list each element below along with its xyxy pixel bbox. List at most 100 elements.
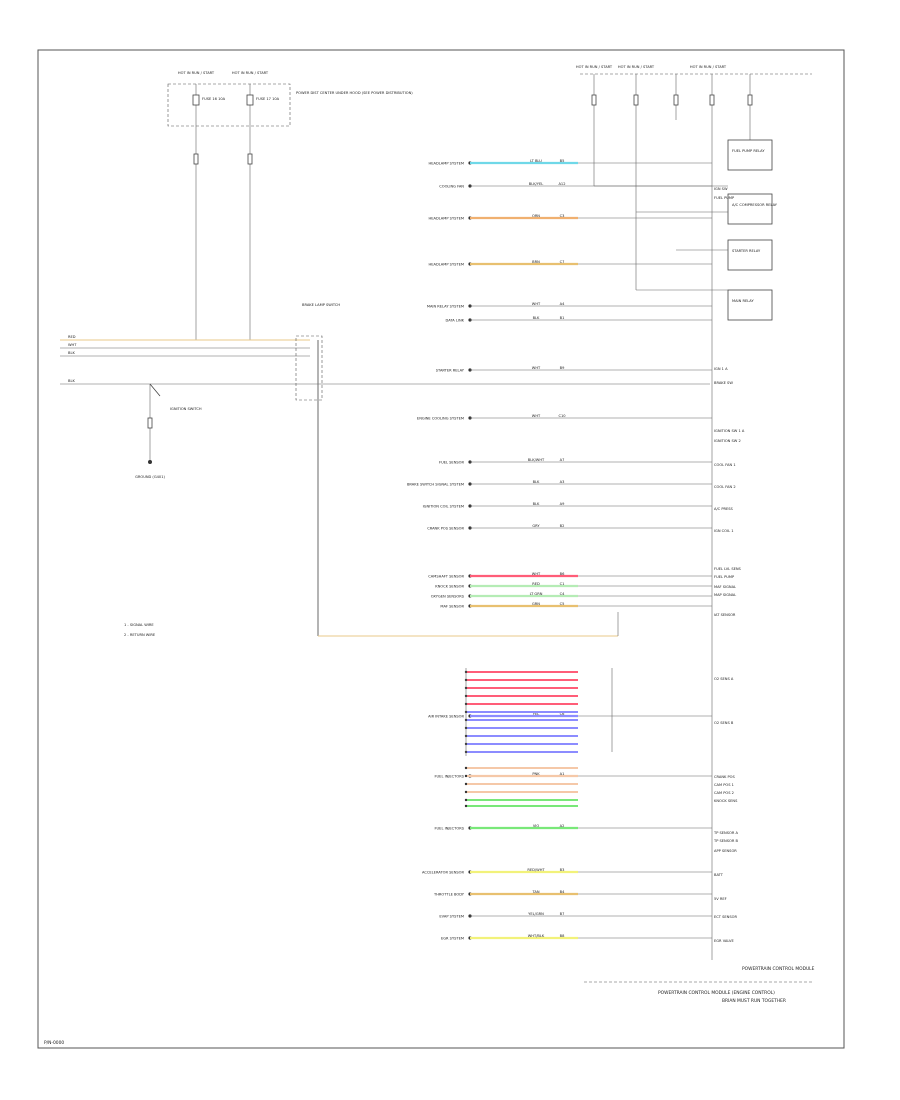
- pin-number: B8: [560, 934, 565, 938]
- module-pin-label: ECT SENSOR: [714, 915, 737, 919]
- module-pin-label: COOL FAN 2: [714, 485, 736, 489]
- wire-color-code: WHT: [532, 302, 541, 306]
- relay-4: MAIN RELAY: [732, 299, 754, 303]
- pin-number: C6: [560, 712, 566, 716]
- pin-number: B5: [560, 159, 565, 163]
- splice-label: BRAKE LAMP SWITCH: [302, 303, 340, 307]
- left-input-3: BLK: [68, 351, 75, 355]
- bundle-pin: [464, 782, 468, 786]
- connector-label: FUEL INJECTORS: [434, 827, 464, 831]
- ground-label: GROUND (G401): [135, 475, 165, 479]
- legend: 1 - SIGNAL WIRE 2 - RETURN WIRE: [124, 623, 156, 637]
- relay-1: FUEL PUMP RELAY: [732, 149, 765, 153]
- wire-color-code: YEL: [533, 712, 539, 716]
- module-pin-label: IGN 1 A: [714, 367, 728, 371]
- module-pin-label: A/C PRESS: [714, 507, 734, 511]
- pin-number: A7: [560, 458, 565, 462]
- connector-row: KNOCK SENSOR RED C1: [435, 582, 712, 589]
- module-pin-label: MAP SIGNAL: [714, 593, 736, 597]
- pin-number: A1: [560, 772, 565, 776]
- connector-label: FUEL SENSOR: [439, 461, 464, 465]
- wire-color-code: RED: [532, 582, 540, 586]
- wire-color-code: WHT: [532, 414, 541, 418]
- module-pin-label: CRANK POS: [714, 775, 736, 779]
- footer-module: POWERTRAIN CONTROL MODULE: [742, 966, 815, 972]
- bundle-pin: [464, 804, 468, 808]
- wire-color-code: BLK: [533, 502, 540, 506]
- fuse-box-right: HOT IN RUN / START HOT IN RUN / START HO…: [576, 65, 812, 960]
- pin-number: C3: [560, 214, 565, 218]
- connector-label: HEADLAMP SYSTEM: [429, 263, 464, 267]
- pin-number: B3: [560, 868, 565, 872]
- pin-number: B2: [560, 524, 565, 528]
- module-pin-label: CAM POS 2: [714, 791, 734, 795]
- diagram-frame: [37, 49, 845, 1049]
- left-input-2: WHT: [68, 343, 77, 347]
- relay-2: A/C COMPRESSOR RELAY: [732, 203, 778, 207]
- ignition-switch-label: IGNITION SWITCH: [170, 407, 202, 411]
- connector-label: OXYGEN SENSORS: [431, 595, 465, 599]
- relay-3: STARTER RELAY: [732, 249, 761, 253]
- connector-label: COOLING FAN: [439, 185, 464, 189]
- wire-color-code: LT GRN: [530, 592, 543, 596]
- connector-row: BRAKE SWITCH SIGNAL SYSTEM BLK A3: [407, 480, 712, 487]
- connector-label: STARTER RELAY: [436, 369, 465, 373]
- module-pin-label: IAT SENSOR: [714, 613, 736, 617]
- fuse-right-3-label: HOT IN RUN / START: [690, 65, 727, 69]
- fuse-right-2-label: HOT IN RUN / START: [618, 65, 655, 69]
- connector-label: CRANK POS SENSOR: [427, 527, 464, 531]
- pin-number: C1: [560, 582, 565, 586]
- wire-color-code: BLK: [533, 480, 540, 484]
- module-pin-label: MAF SIGNAL: [714, 585, 736, 589]
- fuse-left-2-id: FUSE 17 10A: [256, 97, 280, 101]
- pin-number: A12: [558, 182, 565, 186]
- bundle-pin: [464, 774, 468, 778]
- left-input-4: BLK: [68, 379, 75, 383]
- pin-number: B7: [560, 912, 565, 916]
- module-pin-label: FUEL PUMP: [714, 575, 735, 579]
- legend-item-2: 2 - RETURN WIRE: [124, 633, 156, 637]
- fuse-left-1-label: HOT IN RUN / START: [178, 71, 215, 75]
- wire-color-code: PNK: [532, 772, 540, 776]
- module-pin-label: TP SENSOR B: [713, 839, 738, 843]
- connector-label: CAMSHAFT SENSOR: [428, 575, 464, 579]
- module-pin-label: IGN COIL 1: [714, 529, 734, 533]
- connector-label: ACCELERATOR SENSOR: [422, 871, 465, 875]
- power-dist-label: POWER DIST CENTER UNDER HOOD (SEE POWER …: [296, 91, 413, 95]
- wire-color-code: GRY: [532, 524, 540, 528]
- pin-number: B9: [560, 366, 565, 370]
- bundle-pin: [464, 790, 468, 794]
- wire-color-code: BLK: [533, 316, 540, 320]
- footer: P/N-0000 POWERTRAIN CONTROL MODULE POWER…: [44, 966, 815, 1046]
- pin-number: B4: [560, 890, 565, 894]
- connector-label: HEADLAMP SYSTEM: [429, 217, 464, 221]
- connector-label: EGR SYSTEM: [441, 937, 464, 941]
- fuse-right-1-label: HOT IN RUN / START: [576, 65, 613, 69]
- pin-number: A3: [560, 480, 565, 484]
- connector-label: KNOCK SENSOR: [435, 585, 464, 589]
- pin-number: C7: [560, 260, 565, 264]
- connector-label: BRAKE SWITCH SIGNAL SYSTEM: [407, 483, 464, 487]
- module-pin-label: IGNITION SW 1 A: [714, 429, 745, 433]
- connector-label: MAF SENSOR: [440, 605, 464, 609]
- connector-label: THROTTLE BODY: [433, 893, 465, 897]
- module-pin-label: O2 SENS B: [714, 721, 734, 725]
- module-pin-label: BRAKE SW: [714, 381, 733, 385]
- wire-color-code: YEL/GRN: [528, 912, 544, 916]
- connector-label: FUEL INJECTORS: [434, 775, 464, 779]
- module-pin-label: CAM POS 1: [714, 783, 734, 787]
- wire-color-code: LT BLU: [530, 159, 542, 163]
